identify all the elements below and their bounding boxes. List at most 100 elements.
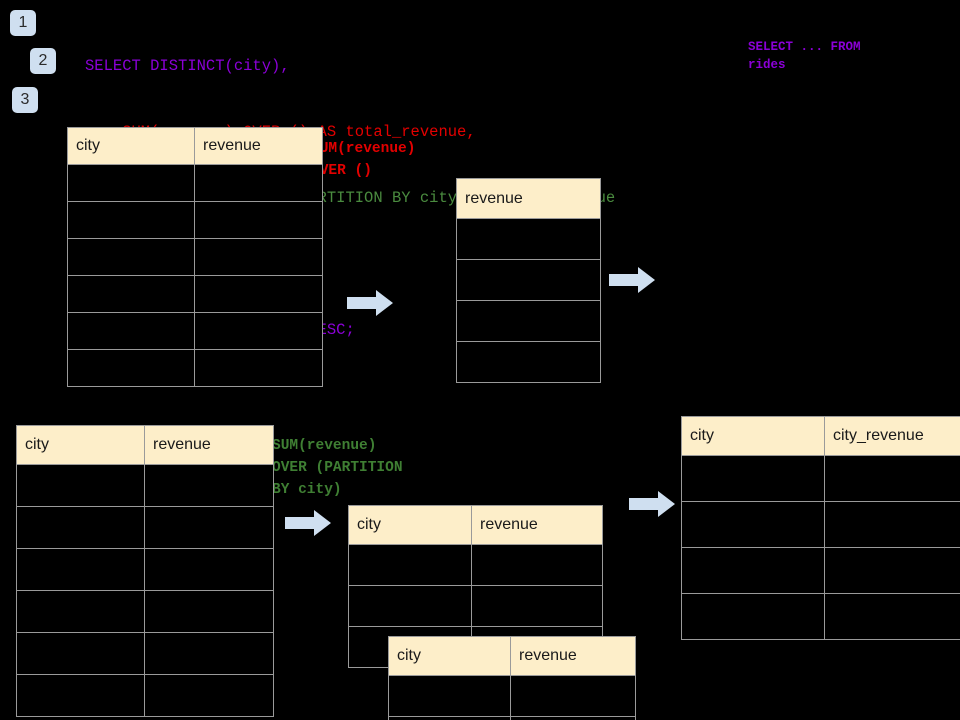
cell-revenue xyxy=(471,585,603,627)
cell-revenue xyxy=(456,341,601,383)
step-badge-3: 3 xyxy=(12,87,38,113)
table-row xyxy=(388,716,636,720)
table-row xyxy=(681,501,960,548)
cell-revenue xyxy=(456,259,601,301)
table-row xyxy=(67,201,323,239)
column-header-revenue: revenue xyxy=(510,636,636,676)
table-row xyxy=(348,544,603,586)
cell-city xyxy=(681,593,825,640)
cell-city xyxy=(16,548,145,591)
column-header-city: city xyxy=(388,636,511,676)
cell-city xyxy=(388,675,511,717)
table-row xyxy=(456,259,601,301)
cell-revenue xyxy=(194,238,323,276)
table-row xyxy=(67,164,323,202)
rides-source-table-bottom: city revenue xyxy=(16,425,274,717)
arrow-source-to-partition xyxy=(285,508,332,543)
step-badge-2: 2 xyxy=(30,48,56,74)
table-row xyxy=(681,547,960,594)
cell-city-revenue xyxy=(824,593,960,640)
cell-city xyxy=(16,632,145,675)
table-row xyxy=(348,585,603,627)
table-header-row: city city_revenue xyxy=(681,416,960,456)
table-row xyxy=(388,675,636,717)
step-badge-1: 1 xyxy=(10,10,36,36)
table-row xyxy=(16,464,274,507)
cell-city xyxy=(67,238,195,276)
rides-source-table-top: city revenue xyxy=(67,127,323,387)
table-row xyxy=(456,218,601,260)
cell-city xyxy=(16,590,145,633)
result-table: city city_revenue xyxy=(681,416,960,640)
table-row xyxy=(67,238,323,276)
cell-city xyxy=(16,464,145,507)
cell-city xyxy=(16,506,145,549)
table-row xyxy=(16,506,274,549)
cell-revenue xyxy=(144,506,274,549)
column-header-city: city xyxy=(67,127,195,165)
right-arrow-icon xyxy=(609,267,655,293)
cell-revenue xyxy=(471,544,603,586)
cell-city xyxy=(681,547,825,594)
cell-revenue xyxy=(194,201,323,239)
partition-table-back: city revenue xyxy=(348,505,603,668)
cell-city xyxy=(67,164,195,202)
table-row xyxy=(16,590,274,633)
city-revenue-annotation: SUM(revenue) OVER (PARTITION BY city) xyxy=(272,438,403,498)
cell-revenue xyxy=(194,164,323,202)
sql-line-select: SELECT DISTINCT(city), xyxy=(85,57,290,75)
table-row xyxy=(67,275,323,313)
column-header-revenue: revenue xyxy=(471,505,603,545)
right-arrow-icon xyxy=(629,491,675,517)
cell-city xyxy=(67,201,195,239)
column-header-city: city xyxy=(16,425,145,465)
arrow-partition-to-result xyxy=(629,489,676,524)
column-header-city: city xyxy=(348,505,472,545)
cell-city-revenue xyxy=(824,501,960,548)
cell-city xyxy=(681,455,825,502)
table-header-row: revenue xyxy=(456,178,601,219)
cell-city xyxy=(348,585,472,627)
table-row xyxy=(456,300,601,342)
cell-city-revenue xyxy=(824,455,960,502)
cell-revenue xyxy=(194,312,323,350)
cell-revenue xyxy=(144,590,274,633)
cell-revenue xyxy=(510,675,636,717)
column-header-revenue: revenue xyxy=(194,127,323,165)
right-arrow-icon xyxy=(285,510,331,536)
table-header-row: city revenue xyxy=(67,127,323,165)
table-row xyxy=(681,593,960,640)
cell-revenue xyxy=(510,716,636,720)
cell-revenue xyxy=(456,218,601,260)
cell-city-revenue xyxy=(824,547,960,594)
cell-revenue xyxy=(194,275,323,313)
cell-revenue xyxy=(144,674,274,717)
column-header-city: city xyxy=(681,416,825,456)
cell-city xyxy=(16,674,145,717)
cell-city xyxy=(681,501,825,548)
cell-city xyxy=(388,716,511,720)
table-row xyxy=(16,632,274,675)
cell-revenue xyxy=(144,548,274,591)
total-revenue-annotation: SUM(revenue) OVER () xyxy=(311,141,416,179)
cell-city xyxy=(67,312,195,350)
table-header-row: city revenue xyxy=(16,425,274,465)
table-header-row: city revenue xyxy=(348,505,603,545)
arrow-total-to-result xyxy=(609,265,656,300)
total-revenue-table: revenue xyxy=(456,178,601,383)
arrow-source-to-total xyxy=(347,288,394,323)
partition-table-front: city revenue xyxy=(388,636,636,720)
cell-city xyxy=(67,349,195,387)
cell-revenue xyxy=(194,349,323,387)
cell-revenue xyxy=(144,464,274,507)
cell-revenue xyxy=(144,632,274,675)
table-row xyxy=(67,312,323,350)
cell-revenue xyxy=(456,300,601,342)
cell-city xyxy=(67,275,195,313)
column-header-revenue: revenue xyxy=(456,178,601,219)
column-header-revenue: revenue xyxy=(144,425,274,465)
table-row xyxy=(16,548,274,591)
right-arrow-icon xyxy=(347,290,393,316)
table-row xyxy=(681,455,960,502)
